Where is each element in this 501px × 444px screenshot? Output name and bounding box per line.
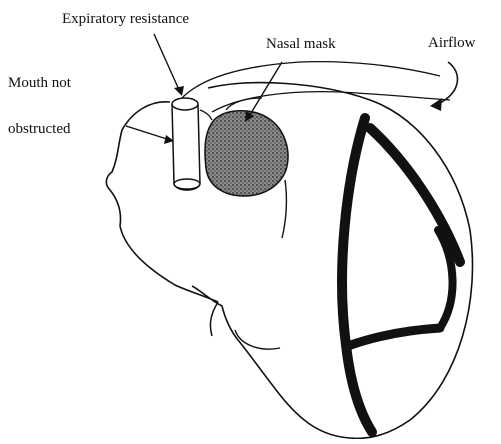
leader-expiratory-arrowhead xyxy=(174,86,184,96)
strap-lower xyxy=(348,328,440,346)
tube-top-opening xyxy=(172,98,198,110)
label-expiratory-resistance: Expiratory resistance xyxy=(62,12,189,27)
label-mouth-line2: obstructed xyxy=(8,122,70,137)
airflow-tube-inner xyxy=(212,92,450,112)
airflow-arrowhead xyxy=(430,98,442,111)
strap-front xyxy=(342,118,372,432)
neck-line xyxy=(235,330,280,349)
face-profile xyxy=(106,102,218,302)
leader-nasal-mask xyxy=(248,62,282,118)
airflow-arrow xyxy=(438,62,457,104)
jaw-line xyxy=(210,302,218,336)
cheek-line xyxy=(282,180,286,238)
airflow-tube-outer xyxy=(180,62,440,100)
leader-expiratory xyxy=(154,34,180,92)
label-nasal-mask: Nasal mask xyxy=(266,37,336,52)
expiratory-tube xyxy=(172,104,200,190)
nasal-mask xyxy=(205,111,288,196)
leader-mouth xyxy=(126,126,170,140)
tube-connector xyxy=(200,110,212,120)
label-mouth-line1: Mouth not xyxy=(8,76,71,91)
label-airflow: Airflow xyxy=(428,36,476,51)
